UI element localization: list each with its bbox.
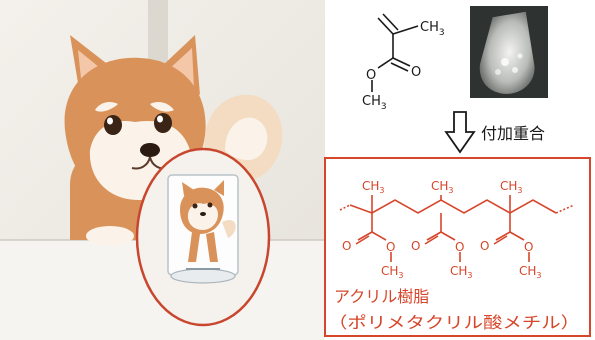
polymer-methyl-label: CH3 — [431, 179, 454, 195]
polymer-methyl-label: CH3 — [362, 179, 385, 195]
polymer-methyl-label: CH3 — [500, 179, 523, 195]
monomer-structure — [371, 13, 419, 92]
pellet-bottle-photo — [470, 6, 548, 98]
polymer-structure — [339, 195, 575, 262]
polymer-methoxy-label: CH3 — [450, 264, 473, 280]
polymer-carbonyl-o: O — [411, 239, 420, 253]
monomer-carbonyl-o: O — [411, 65, 421, 80]
reaction-label: 付加重合 — [481, 124, 545, 143]
polymer-ester-o: O — [524, 240, 533, 254]
polymer-carbonyl-o: O — [342, 239, 351, 253]
monomer-methoxy-label: CH3 — [362, 94, 387, 112]
acrylic-stand-figure — [135, 147, 271, 327]
polymer-name-line2: （ポリメタクリル酸メチル） — [328, 313, 580, 332]
polymer-carbonyl-o: O — [480, 239, 489, 253]
polymer-methoxy-label: CH3 — [519, 264, 542, 280]
down-arrow-icon — [444, 111, 476, 154]
polymer-ester-o: O — [455, 240, 464, 254]
polymer-ester-o: O — [386, 240, 395, 254]
polymer-name-line1: アクリル樹脂 — [334, 287, 429, 306]
polymer-box — [324, 157, 591, 337]
monomer-ester-o: O — [366, 68, 376, 83]
monomer-methyl-label: CH3 — [420, 20, 445, 38]
polymer-methoxy-label: CH3 — [381, 264, 404, 280]
